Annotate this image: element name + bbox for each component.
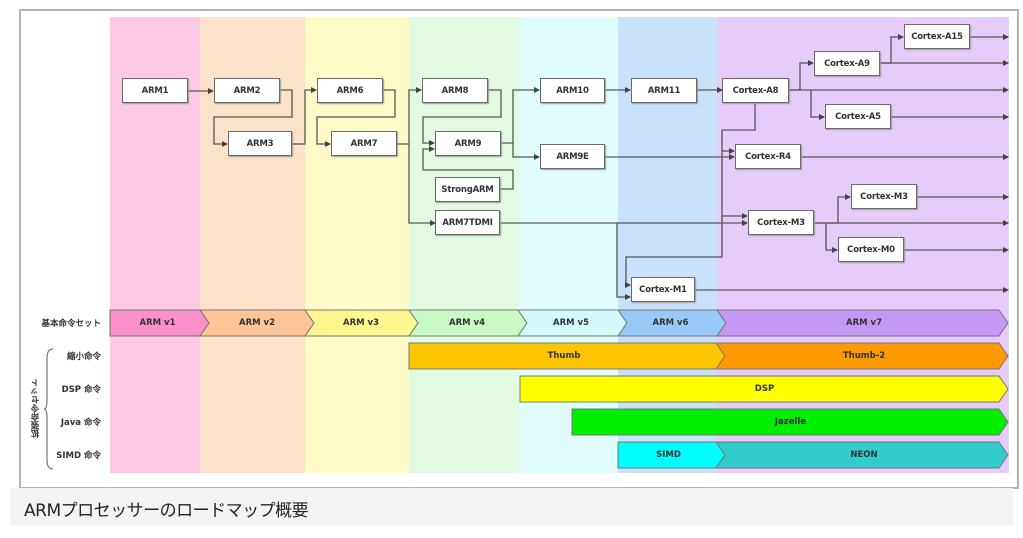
- ext-simd-label: SIMD: [656, 450, 681, 460]
- ext-jazelle: Jazelle: [572, 409, 1009, 435]
- figure-caption: ARMプロセッサーのロードマップ概要: [24, 501, 309, 521]
- base-isa-v5: ARM v5: [521, 310, 621, 336]
- node-arm7tdmi: ARM7TDMI: [435, 210, 500, 235]
- ext-neon: NEON: [719, 442, 1009, 468]
- node-cortex-a8: Cortex-A8: [722, 78, 789, 103]
- ext-jazelle-label: Jazelle: [774, 417, 807, 427]
- label-base-isa: 基本命令セット: [41, 319, 101, 329]
- ext-simd: SIMD: [618, 442, 719, 468]
- node-arm7: ARM7: [331, 131, 397, 156]
- node-cortex-m3b: Cortex-M3: [851, 184, 917, 209]
- ext-thumb-label: Thumb: [547, 351, 581, 361]
- ext-thumb2-label: Thumb-2: [842, 351, 886, 361]
- base-isa-v4-label: ARM v4: [449, 318, 485, 328]
- base-isa-v5-label: ARM v5: [553, 318, 589, 328]
- node-cortex-r4: Cortex-R4: [735, 144, 801, 169]
- node-arm9e: ARM9E: [540, 144, 605, 169]
- node-arm9: ARM9: [435, 131, 501, 156]
- label-java: Java 命令: [60, 418, 101, 428]
- node-cortex-m3: Cortex-M3: [748, 210, 814, 235]
- node-arm11: ARM11: [631, 78, 697, 103]
- node-cortex-m1: Cortex-M1: [631, 277, 695, 302]
- label-simd: SIMD 命令: [56, 451, 101, 461]
- label-dsp: DSP 命令: [61, 385, 101, 395]
- node-arm6: ARM6: [317, 78, 383, 103]
- base-isa-v7: ARM v7: [720, 310, 1008, 336]
- ext-dsp: DSP: [520, 376, 1009, 402]
- ext-dsp-label: DSP: [754, 384, 775, 394]
- base-isa-v3: ARM v3: [309, 310, 413, 336]
- node-cortex-a15: Cortex-A15: [904, 24, 970, 49]
- node-arm3: ARM3: [228, 131, 292, 156]
- base-isa-v3-label: ARM v3: [343, 318, 379, 328]
- node-cortex-m0: Cortex-M0: [838, 237, 904, 262]
- base-isa-v2: ARM v2: [205, 310, 309, 336]
- caption-box: [10, 488, 1013, 525]
- node-arm2: ARM2: [214, 78, 280, 103]
- ext-thumb2: Thumb-2: [719, 343, 1009, 369]
- brace-icon: [44, 348, 54, 470]
- node-strongarm: StrongARM: [435, 177, 500, 202]
- ext-neon-label: NEON: [850, 450, 878, 460]
- ext-thumb: Thumb: [409, 343, 719, 369]
- base-isa-v2-label: ARM v2: [239, 318, 275, 328]
- node-cortex-a9: Cortex-A9: [814, 51, 880, 76]
- base-isa-v1-label: ARM v1: [139, 318, 176, 328]
- node-arm1: ARM1: [122, 78, 188, 103]
- node-cortex-a5: Cortex-A5: [825, 104, 891, 129]
- base-isa-v7-label: ARM v7: [846, 318, 882, 328]
- base-isa-v1: ARM v1: [110, 310, 205, 336]
- label-thumb: 縮小命令: [66, 352, 101, 362]
- node-arm8: ARM8: [422, 78, 488, 103]
- label-extension-group: 拡張命令セット: [31, 378, 41, 438]
- base-isa-v6-label: ARM v6: [652, 318, 689, 328]
- node-arm10: ARM10: [540, 78, 605, 103]
- base-isa-v6: ARM v6: [621, 310, 720, 336]
- base-isa-v4: ARM v4: [413, 310, 521, 336]
